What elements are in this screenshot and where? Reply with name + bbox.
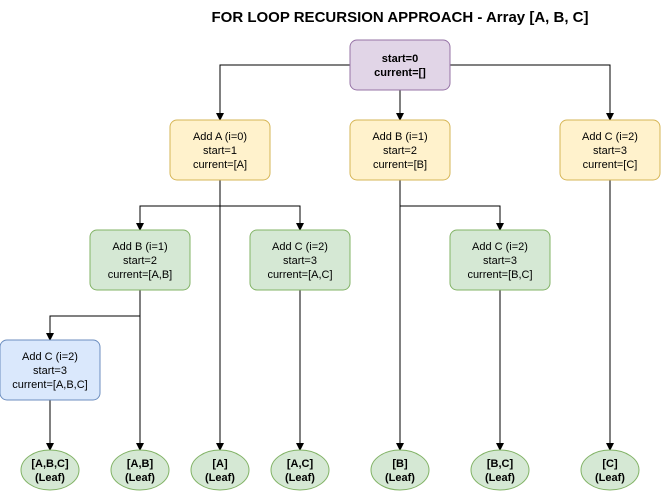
node-label-line: [C] [602, 458, 618, 470]
node-label-line: (Leaf) [205, 472, 235, 484]
node-label-line: (Leaf) [285, 472, 315, 484]
node-label-line: [A] [212, 458, 228, 470]
node-label-line: Add C (i=2) [22, 351, 78, 363]
node-label-line: [B,C] [487, 458, 514, 470]
leaf-ellipse [20, 449, 80, 491]
edge-addB-to-addBC [399, 180, 504, 231]
node-leafA: [A] (Leaf) [190, 449, 250, 491]
node-root: start=0 current=[] [349, 39, 451, 91]
node-leafABC: [A,B,C] (Leaf) [20, 449, 80, 491]
node-label-line: Add C (i=2) [472, 241, 528, 253]
node-box [249, 229, 351, 291]
node-label-line: [B] [392, 458, 408, 470]
edge-addA-to-addAC [219, 180, 304, 231]
edge-addAB-to-addABC [46, 290, 141, 341]
edge-root-to-addA [216, 64, 350, 121]
node-label-line: (Leaf) [485, 472, 515, 484]
node-addABC: Add C (i=2) start=3 current=[A,B,C] [0, 339, 101, 401]
node-label-line: current=[A,B,C] [12, 379, 88, 391]
node-addB: Add B (i=1) start=2 current=[B] [349, 119, 451, 181]
node-box [349, 39, 451, 91]
node-box [0, 339, 101, 401]
leaf-ellipse [110, 449, 170, 491]
node-box [89, 229, 191, 291]
node-label-line: start=3 [483, 255, 517, 267]
node-box [449, 229, 551, 291]
node-leafB: [B] (Leaf) [370, 449, 430, 491]
node-label-line: (Leaf) [125, 472, 155, 484]
nodes-layer: start=0 current=[] Add A (i=0) start=1 curre… [0, 39, 661, 491]
leaf-ellipse [470, 449, 530, 491]
node-box [559, 119, 661, 181]
node-box [169, 119, 271, 181]
node-leafC: [C] (Leaf) [580, 449, 640, 491]
leaf-ellipse [270, 449, 330, 491]
node-leafAB: [A,B] (Leaf) [110, 449, 170, 491]
node-label-line: current=[A,C] [267, 269, 332, 281]
node-label-line: [A,B,C] [31, 458, 69, 470]
node-label-line: current=[B] [373, 159, 427, 171]
node-label-line: start=3 [33, 365, 67, 377]
leaf-ellipse [190, 449, 250, 491]
node-label-line: start=2 [383, 145, 417, 157]
diagram-title: FOR LOOP RECURSION APPROACH - Array [A, … [212, 9, 589, 26]
node-label-line: start=3 [593, 145, 627, 157]
node-label-line: start=1 [203, 145, 237, 157]
node-addAC: Add C (i=2) start=3 current=[A,C] [249, 229, 351, 291]
node-addAB: Add B (i=1) start=2 current=[A,B] [89, 229, 191, 291]
node-label-line: start=3 [283, 255, 317, 267]
leaf-ellipse [580, 449, 640, 491]
node-label-line: Add A (i=0) [193, 131, 247, 143]
node-addC: Add C (i=2) start=3 current=[C] [559, 119, 661, 181]
node-label-line: Add C (i=2) [272, 241, 328, 253]
node-leafBC: [B,C] (Leaf) [470, 449, 530, 491]
edge-root-to-addC [450, 64, 614, 121]
node-label-line: start=0 [382, 53, 418, 65]
node-label-line: [A,B] [127, 458, 154, 470]
node-addBC: Add C (i=2) start=3 current=[B,C] [449, 229, 551, 291]
node-label-line: current=[A,B] [108, 269, 173, 281]
edge-addA-to-addAB [136, 180, 221, 231]
node-label-line: Add B (i=1) [372, 131, 427, 143]
node-label-line: current=[B,C] [467, 269, 532, 281]
node-label-line: start=2 [123, 255, 157, 267]
node-label-line: Add B (i=1) [112, 241, 167, 253]
node-label-line: current=[A] [193, 159, 247, 171]
node-label-line: [A,C] [287, 458, 314, 470]
node-leafAC: [A,C] (Leaf) [270, 449, 330, 491]
node-label-line: (Leaf) [595, 472, 625, 484]
node-box [349, 119, 451, 181]
node-label-line: (Leaf) [385, 472, 415, 484]
node-addA: Add A (i=0) start=1 current=[A] [169, 119, 271, 181]
node-label-line: current=[] [374, 67, 426, 79]
leaf-ellipse [370, 449, 430, 491]
node-label-line: (Leaf) [35, 472, 65, 484]
node-label-line: Add C (i=2) [582, 131, 638, 143]
node-label-line: current=[C] [583, 159, 638, 171]
edges-layer [46, 64, 614, 451]
